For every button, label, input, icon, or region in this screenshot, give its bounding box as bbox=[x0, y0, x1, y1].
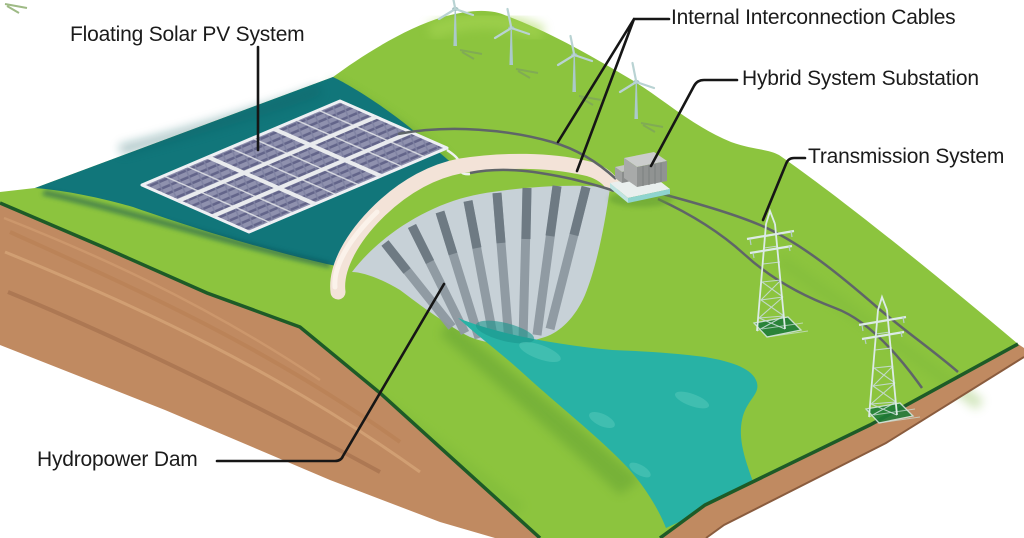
river-shadow bbox=[475, 320, 535, 344]
earth-cross-section bbox=[0, 201, 1024, 538]
substation-pad-edge bbox=[628, 189, 670, 203]
internal-cables bbox=[397, 127, 617, 193]
substation-side bbox=[637, 161, 667, 187]
substation-front bbox=[624, 158, 637, 187]
leader-dam bbox=[215, 282, 446, 463]
edge-strip-shadow-line bbox=[705, 356, 1024, 538]
label-hydropower-dam: Hydropower Dam bbox=[37, 448, 198, 471]
label-hybrid-system-substation: Hybrid System Substation bbox=[742, 67, 979, 90]
river-ripples bbox=[519, 342, 710, 478]
label-transmission-system: Transmission System bbox=[808, 145, 1005, 168]
tower-base-fence bbox=[761, 322, 809, 338]
hydropower-dam bbox=[330, 153, 620, 344]
cable-substation-to-towers bbox=[661, 192, 959, 373]
leader-internal-cables bbox=[556, 17, 671, 173]
panel-row-dividers bbox=[163, 109, 426, 224]
leader-transmission bbox=[761, 156, 807, 222]
walkway-dividers bbox=[177, 115, 412, 218]
cable-solar-to-substation bbox=[469, 168, 615, 193]
dam-buttress-caps bbox=[381, 185, 591, 274]
floating-solar-array bbox=[140, 99, 471, 234]
riverbank-shading bbox=[440, 320, 640, 495]
leader-substation bbox=[649, 78, 739, 168]
edge-grass-line bbox=[658, 342, 1019, 538]
cable-lower-circuit bbox=[657, 197, 924, 389]
dam-crest-highlight bbox=[332, 209, 380, 290]
water-shading-2 bbox=[118, 85, 322, 155]
tower-lattice bbox=[746, 208, 795, 332]
substation-pad-side bbox=[610, 183, 628, 203]
earth-left-wedge bbox=[0, 203, 540, 538]
wind-turbine bbox=[4, 3, 28, 14]
earth-grass-edge-line bbox=[0, 201, 542, 538]
transmission-cables bbox=[657, 192, 959, 389]
hill-highlight bbox=[427, 13, 546, 42]
turbine-shadow bbox=[4, 3, 28, 14]
transmission-tower bbox=[746, 208, 809, 338]
label-floating-solar-pv-system: Floating Solar PV System bbox=[70, 23, 305, 46]
leader-lines bbox=[215, 17, 807, 463]
substation-ribs bbox=[642, 163, 662, 186]
river bbox=[458, 318, 758, 528]
cable-wind-to-substation bbox=[397, 127, 617, 180]
earth-texture bbox=[3, 216, 421, 474]
label-internal-interconnection-cables: Internal Interconnection Cables bbox=[671, 6, 956, 29]
water-shading bbox=[42, 190, 330, 268]
annex-front bbox=[615, 167, 622, 183]
